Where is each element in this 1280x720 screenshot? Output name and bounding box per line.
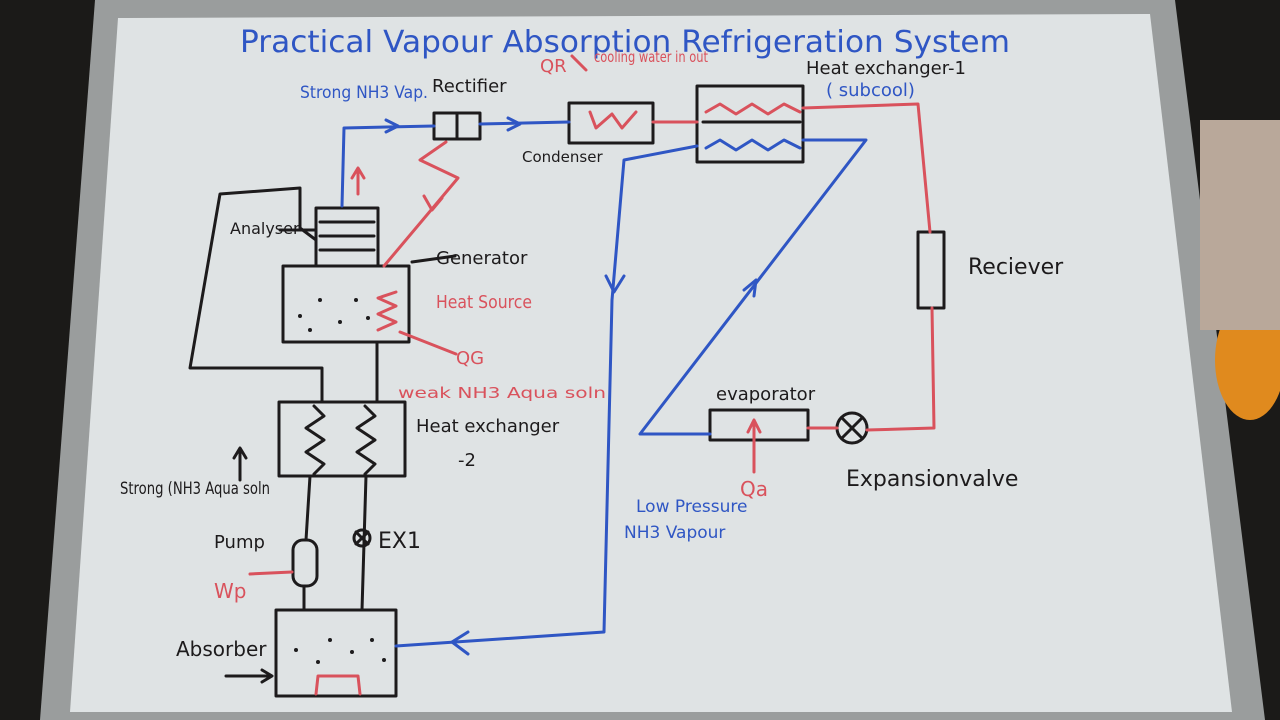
absorber-label: Absorber	[176, 637, 267, 661]
weak-solution-label: weak NH3 Aqua soln	[398, 384, 606, 402]
hx1-coil-top	[704, 102, 802, 116]
strong-solution-label: Strong (NH3 Aqua soln	[120, 479, 270, 499]
pipe-hx2-to-absorber	[360, 474, 368, 612]
wp-arrow	[248, 570, 294, 576]
arrow-head	[422, 194, 444, 212]
ex1-valve	[352, 528, 372, 548]
evaporator-box	[708, 408, 810, 442]
orange-fruit	[1215, 300, 1280, 420]
pipe-hx2-to-pump	[304, 474, 312, 542]
hx1-coil-bottom	[704, 138, 802, 152]
low-pressure-to-absorber	[394, 144, 699, 648]
hx2-coil-right	[355, 404, 377, 476]
arrow-head	[742, 278, 758, 298]
hx2-number-label: -2	[458, 450, 476, 471]
arrow-head	[604, 274, 626, 294]
rectifier-label: Rectifier	[432, 76, 507, 97]
absorber-vessel	[274, 608, 398, 698]
strong-loop-pipe	[188, 186, 324, 404]
absorber-coil	[314, 674, 362, 696]
generator-label: Generator	[436, 248, 528, 269]
qa-label: Qa	[740, 477, 768, 501]
heat-source-label: Heat Source	[436, 292, 532, 313]
reflux-line	[382, 140, 460, 268]
cardboard-box	[1200, 120, 1280, 330]
qg-label: QG	[456, 348, 484, 369]
condenser-label: Condenser	[522, 148, 603, 166]
qr-label: QR	[540, 56, 567, 77]
expansion-valve-label: Expansionvalve	[846, 467, 1018, 492]
receiver-label: Reciever	[968, 255, 1064, 280]
arrow-head	[450, 630, 470, 656]
condenser-coil	[588, 110, 638, 130]
page-title: Practical Vapour Absorption Refrigeratio…	[240, 25, 1010, 60]
generator-arrow	[410, 254, 457, 264]
expansion-valve-cross	[840, 416, 864, 440]
analyser-label: Analyser	[230, 219, 300, 238]
nh3-vapour-label: NH3 Vapour	[624, 523, 725, 543]
arrow-head	[746, 418, 762, 434]
whiteboard-surface	[70, 14, 1232, 712]
qg-arrow	[398, 330, 458, 356]
low-pressure-label: Low Pressure	[636, 497, 747, 517]
arrow-head	[506, 116, 522, 132]
pump-label: Pump	[214, 532, 265, 553]
cooling-water-label: cooling water in out	[594, 48, 708, 66]
hx1-sub-label: ( subcool)	[826, 80, 915, 101]
hx1-label: Heat exchanger-1	[806, 58, 966, 79]
qr-arrow	[570, 54, 588, 72]
liquid-line-to-receiver	[801, 102, 932, 234]
ex1-label: EX1	[378, 529, 421, 554]
generator-vessel	[281, 264, 411, 344]
evaporator-label: evaporator	[716, 384, 816, 405]
hx2-coil-left	[304, 404, 326, 476]
low-pressure-return	[638, 138, 868, 436]
absorber-arrow-head	[260, 668, 274, 684]
heat-exchanger-1	[695, 84, 805, 164]
hx2-label: Heat exchanger	[416, 416, 560, 437]
heat-source-coil	[376, 290, 398, 332]
liquid-line-to-valve	[865, 306, 936, 432]
ex1-valve-cross	[354, 530, 370, 546]
arrow-head	[384, 118, 400, 134]
vapour-line-to-condenser	[478, 120, 571, 126]
strong-soln-arrow-head	[232, 446, 248, 460]
heat-exchanger-2	[277, 400, 407, 478]
wp-label: Wp	[214, 579, 246, 603]
strong-vapour-label: Strong NH3 Vap.	[300, 83, 428, 103]
vapour-line-to-rectifier	[340, 124, 436, 208]
arrow-head	[350, 166, 366, 180]
